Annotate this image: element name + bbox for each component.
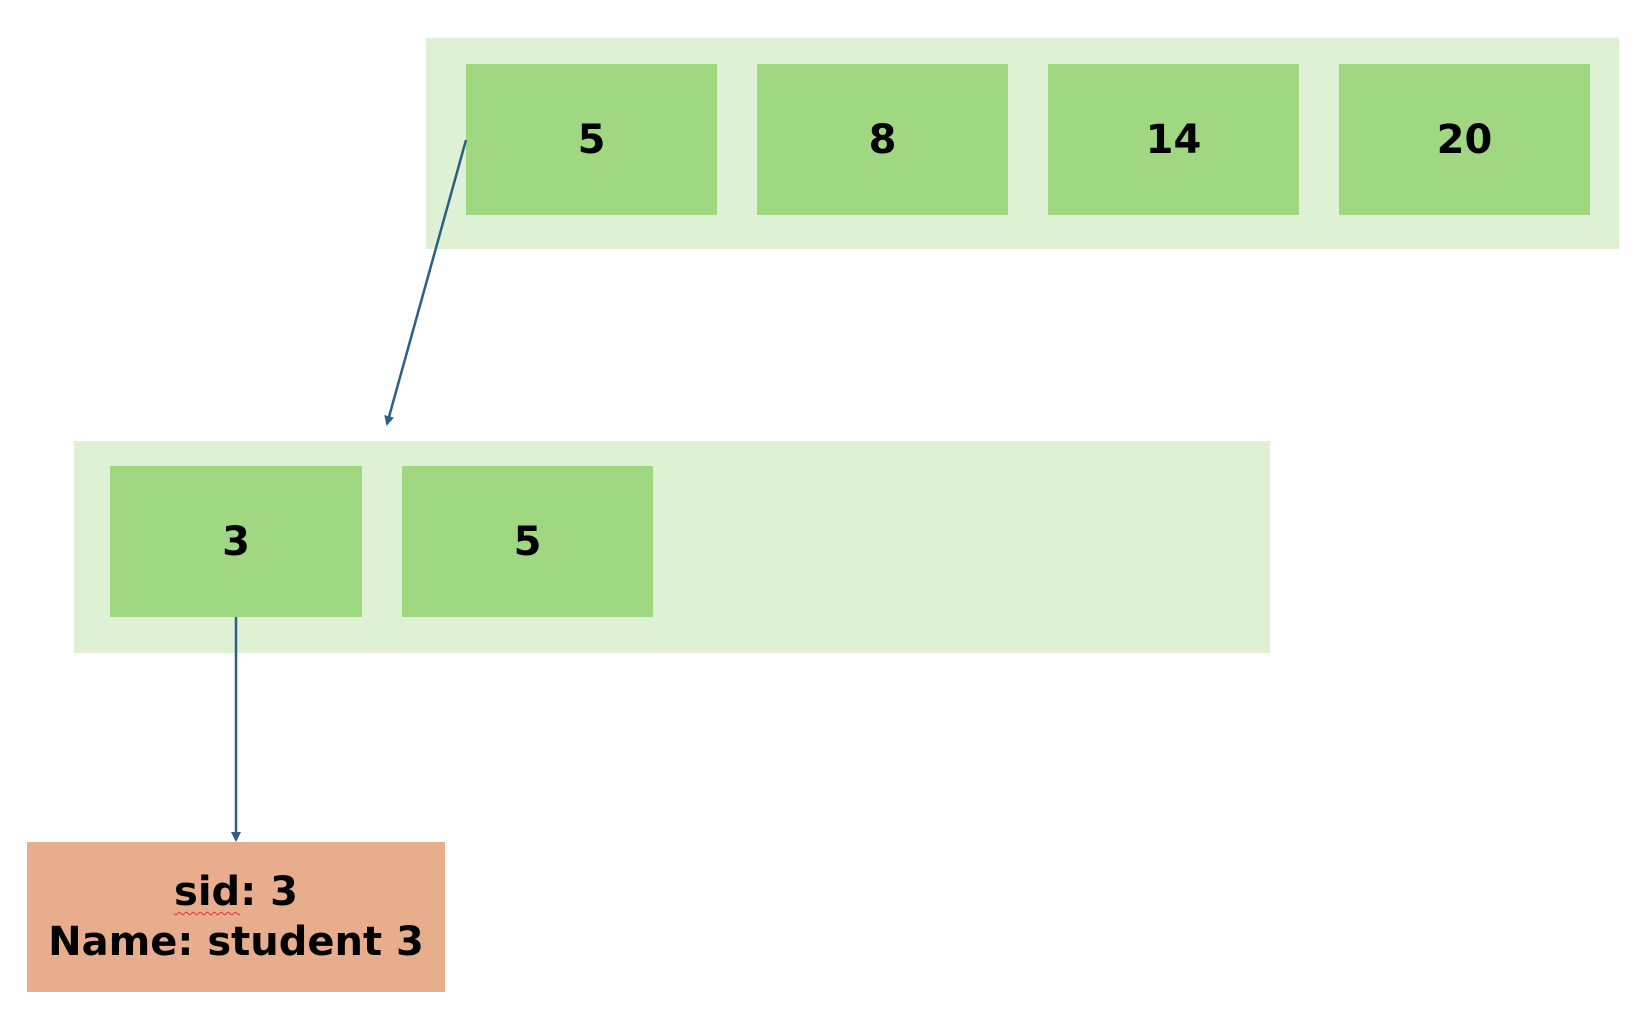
record-sid-line: sid: 3 bbox=[174, 867, 298, 917]
root-key-4: 20 bbox=[1339, 64, 1590, 215]
leaf-key-1-label: 3 bbox=[222, 518, 250, 565]
root-key-2: 8 bbox=[757, 64, 1008, 215]
record-sid-label: sid bbox=[174, 869, 241, 915]
student-record: sid: 3 Name: student 3 bbox=[27, 842, 445, 992]
record-sid-value: : 3 bbox=[240, 869, 298, 915]
leaf-key-1: 3 bbox=[110, 466, 362, 617]
root-key-1: 5 bbox=[466, 64, 717, 215]
leaf-key-2: 5 bbox=[402, 466, 653, 617]
root-key-1-label: 5 bbox=[577, 116, 606, 163]
root-key-3-label: 14 bbox=[1145, 116, 1202, 163]
root-key-4-label: 20 bbox=[1436, 116, 1493, 163]
record-name-line: Name: student 3 bbox=[48, 919, 424, 965]
leaf-key-2-label: 5 bbox=[513, 518, 542, 565]
root-key-3: 14 bbox=[1048, 64, 1299, 215]
root-key-2-label: 8 bbox=[868, 116, 897, 163]
